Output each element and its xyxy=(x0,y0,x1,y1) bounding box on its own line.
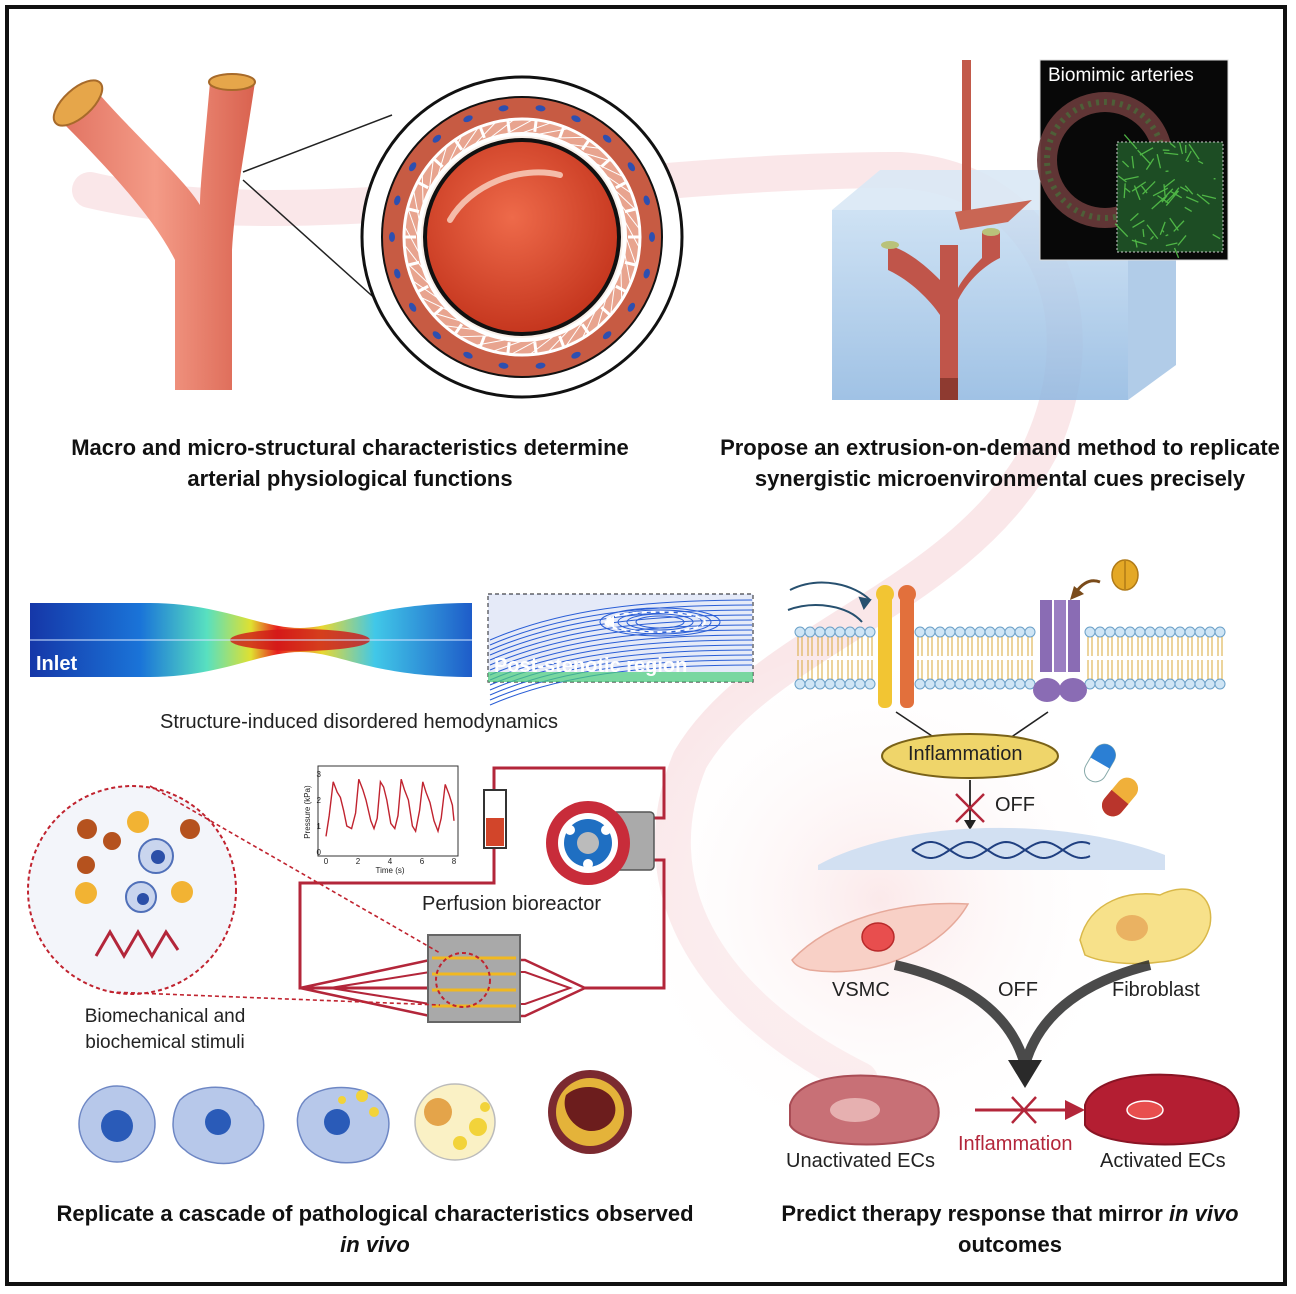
cell-membrane xyxy=(794,626,1226,690)
arrow-right-to-inflammation xyxy=(1009,711,1049,739)
nucleus-dome xyxy=(818,827,1165,870)
x-tick-label: 0 xyxy=(324,857,329,866)
stimuli-label: Biomechanical and biochemical stimuli xyxy=(84,1006,246,1053)
post-stenotic-label: Post-stenotic region xyxy=(494,655,688,677)
inflammation-red-label: Inflammation xyxy=(958,1133,1073,1155)
cfd-flow-image xyxy=(30,603,472,677)
y-tick-label: 0 xyxy=(317,848,322,857)
flow-arrows xyxy=(787,581,872,623)
y-tick-label: 1 xyxy=(317,822,322,831)
off-label-top: OFF xyxy=(995,794,1035,816)
drug-capsules xyxy=(1084,743,1139,817)
y-artery-illustration xyxy=(52,73,256,390)
y-tick-label: 2 xyxy=(317,796,322,805)
artery-cross-section xyxy=(360,75,684,399)
syringe-reservoir xyxy=(483,789,507,849)
inlet-label: Inlet xyxy=(36,653,78,675)
panel3-caption: Replicate a cascade of pathological char… xyxy=(56,1201,694,1257)
y-tick-label: 3 xyxy=(317,770,322,779)
perfusion-bioreactor-label: Perfusion bioreactor xyxy=(422,893,601,915)
x-axis-label: Time (s) xyxy=(375,866,404,875)
off-cross xyxy=(955,793,985,823)
stimuli-magnified-view xyxy=(27,785,441,1006)
x-tick-label: 2 xyxy=(356,857,361,866)
x-tick-label: 4 xyxy=(388,857,393,866)
biomimic-arteries-label: Biomimic arteries xyxy=(1048,65,1194,86)
panel1-caption: Macro and micro-structural characteristi… xyxy=(71,435,629,491)
y-axis-label: Pressure (kPa) xyxy=(303,785,312,839)
peristaltic-pump xyxy=(546,801,655,885)
x-tick-label: 8 xyxy=(452,857,457,866)
fibroblast-label: Fibroblast xyxy=(1112,979,1200,1001)
off-label-cells: OFF xyxy=(998,979,1038,1001)
panel4-caption: Predict therapy response that mirror in … xyxy=(781,1201,1239,1257)
dna-helix xyxy=(911,840,1091,860)
biomimic-inset-image xyxy=(1037,59,1229,261)
inflammation-ellipse xyxy=(881,733,1059,779)
figure-frame xyxy=(5,5,1287,1286)
unactivated-ecs-label: Unactivated ECs xyxy=(786,1150,935,1172)
microfluidic-chip xyxy=(299,934,588,1023)
receptor-complex xyxy=(1033,559,1139,702)
panel2-caption: Propose an extrusion-on-demand method to… xyxy=(720,435,1280,491)
post-stenotic-streamlines xyxy=(487,593,754,706)
x-tick-label: 6 xyxy=(420,857,425,866)
hemodynamics-caption: Structure-induced disordered hemodynamic… xyxy=(160,711,558,733)
zoom-line-top xyxy=(242,114,393,173)
arrow-left-to-inflammation xyxy=(895,711,936,739)
activated-ecs-label: Activated ECs xyxy=(1100,1150,1226,1172)
pressure-series-line xyxy=(325,778,455,837)
zoom-line-bottom xyxy=(242,179,381,304)
inflammation-label: Inflammation xyxy=(908,743,1023,765)
cell-cascade xyxy=(78,1070,632,1165)
vsmc-label: VSMC xyxy=(832,979,890,1001)
mechanoreceptor xyxy=(876,585,916,708)
